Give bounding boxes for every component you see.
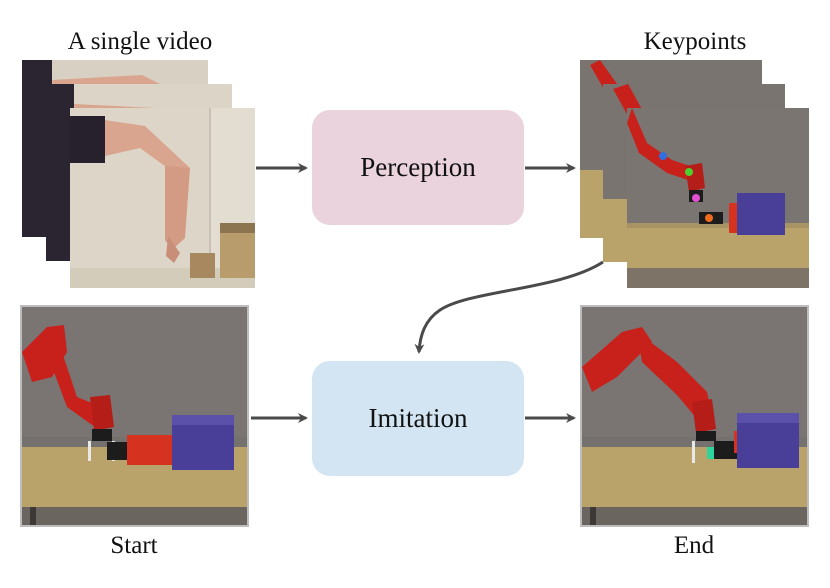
keypoint-dot-blue (659, 152, 667, 160)
keypoint-dot-magenta (692, 194, 700, 202)
perception-label: Perception (360, 152, 476, 182)
start-label: Start (110, 532, 158, 559)
arrow-keypoints-to-imitation (414, 260, 604, 354)
keypoint-frame-front (627, 108, 809, 288)
video-frame-front (70, 108, 255, 288)
keypoint-dot-green (685, 168, 693, 176)
keypoints-label: Keypoints (643, 28, 747, 55)
end-label: End (673, 532, 715, 559)
keypoint-dot-orange (705, 214, 713, 222)
start-frame (20, 305, 249, 527)
imitation-label: Imitation (368, 403, 468, 433)
perception-box: Perception (312, 110, 524, 225)
video-label: A single video (67, 28, 213, 55)
imitation-box: Imitation (312, 361, 524, 476)
end-frame (580, 305, 809, 527)
